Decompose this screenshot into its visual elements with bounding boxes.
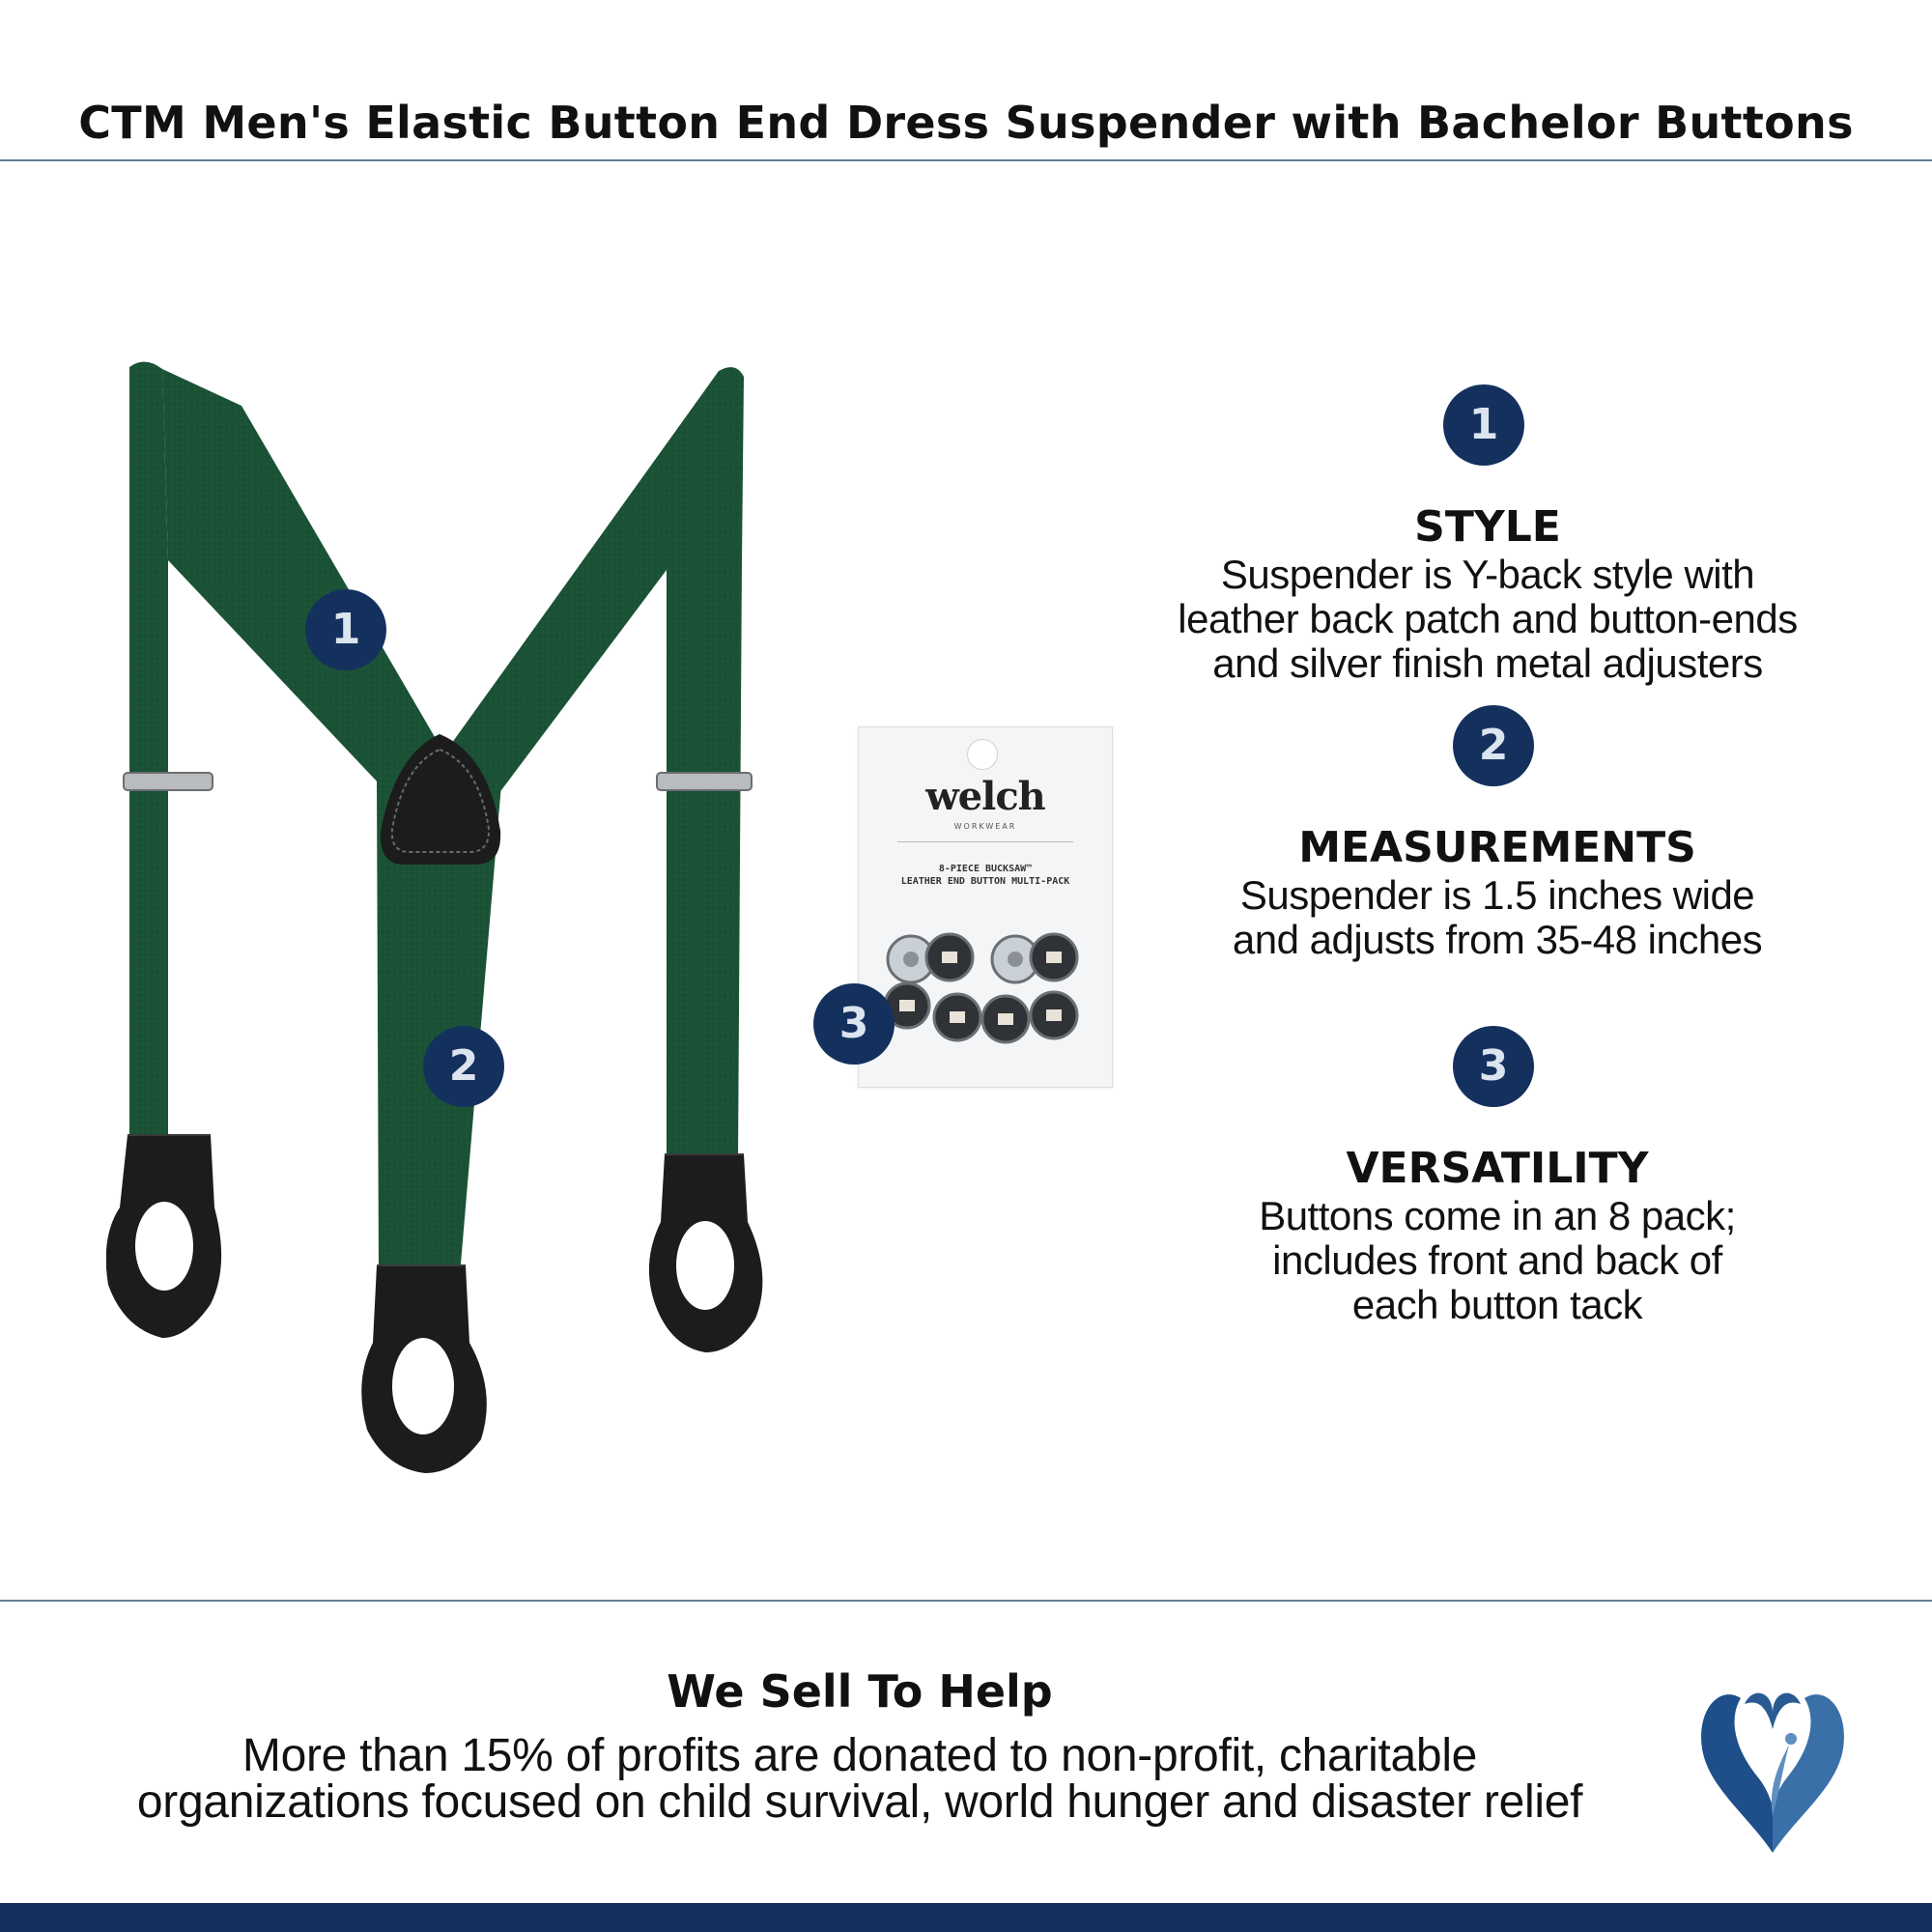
pack-divider bbox=[897, 841, 1073, 842]
heart-hands-logo-icon bbox=[1701, 1692, 1844, 1853]
feature-2-line-1: Suspender is 1.5 inches wide bbox=[1239, 872, 1755, 918]
pack-hang-hole bbox=[967, 739, 998, 770]
feature-1-line-3: and silver finish metal adjusters bbox=[1212, 640, 1763, 686]
we-sell-line-1: More than 15% of profits are donated to … bbox=[242, 1730, 1478, 1781]
pack-badge-3: 3 bbox=[813, 983, 895, 1065]
footer-bar bbox=[0, 1903, 1932, 1932]
feature-3-heading: VERSATILITY bbox=[1346, 1144, 1649, 1193]
we-sell-line-2: organizations focused on child survival,… bbox=[136, 1776, 1583, 1828]
top-divider bbox=[0, 159, 1932, 161]
feature-measurements: MEASUREMENTS Suspender is 1.5 inches wid… bbox=[1092, 823, 1903, 962]
pack-description: 8-PIECE BUCKSAW™ LEATHER END BUTTON MULT… bbox=[900, 864, 1070, 887]
feature-style: STYLE Suspender is Y-back style with lea… bbox=[1092, 502, 1884, 686]
feature-2-badge: 2 bbox=[1453, 705, 1534, 786]
suspender-badge-1: 1 bbox=[305, 589, 386, 670]
feature-1-badge: 1 bbox=[1443, 384, 1524, 466]
button-pack-image: welch WORKWEAR 8-PIECE BUCKSAW™ LEATHER … bbox=[858, 726, 1113, 1088]
feature-3-line-3: each button tack bbox=[1351, 1282, 1643, 1327]
we-sell-title: We Sell To Help bbox=[667, 1665, 1053, 1718]
suspender-image bbox=[106, 361, 763, 1473]
bottom-divider bbox=[0, 1600, 1932, 1602]
pack-buttons-icon bbox=[883, 932, 1079, 1044]
feature-2-heading: MEASUREMENTS bbox=[1298, 823, 1696, 872]
feature-3-badge: 3 bbox=[1453, 1026, 1534, 1107]
feature-1-line-1: Suspender is Y-back style with bbox=[1220, 552, 1755, 597]
feature-1-heading: STYLE bbox=[1414, 502, 1561, 552]
feature-3-line-2: includes front and back of bbox=[1272, 1237, 1722, 1283]
pack-brand-sub: WORKWEAR bbox=[953, 822, 1017, 831]
feature-2-line-2: and adjusts from 35-48 inches bbox=[1232, 917, 1763, 962]
pack-brand-logo: welch bbox=[925, 774, 1046, 819]
feature-versatility: VERSATILITY Buttons come in an 8 pack; i… bbox=[1092, 1144, 1903, 1327]
feature-1-line-2: leather back patch and button-ends bbox=[1178, 596, 1798, 641]
we-sell-description: More than 15% of profits are donated to … bbox=[0, 1733, 1719, 1826]
feature-3-line-1: Buttons come in an 8 pack; bbox=[1259, 1193, 1736, 1238]
page-title: CTM Men's Elastic Button End Dress Suspe… bbox=[78, 97, 1854, 149]
suspender-badge-2: 2 bbox=[423, 1026, 504, 1107]
